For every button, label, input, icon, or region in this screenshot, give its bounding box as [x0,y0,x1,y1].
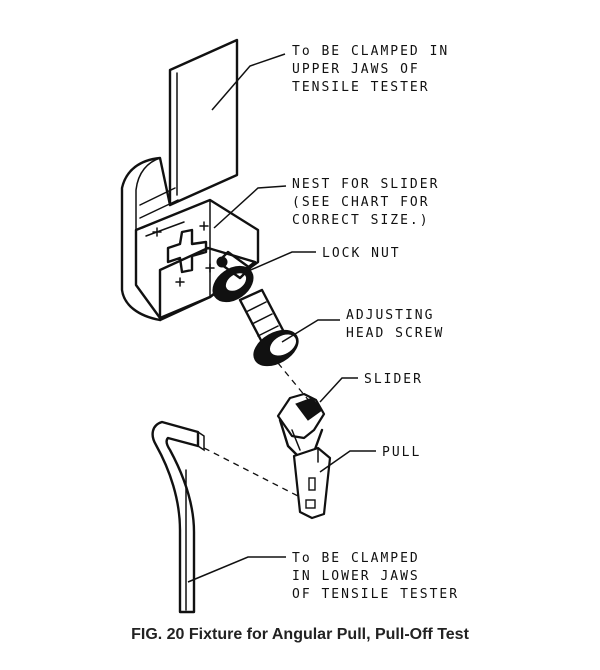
label-line: TENSILE TESTER [292,80,430,95]
fixture-diagram: To BE CLAMPED IN UPPER JAWS OF TENSILE T… [120,38,459,614]
lock-nut [212,250,254,303]
lower-rod [151,420,205,614]
label-pull: PULL [382,445,421,460]
label-nest: NEST FOR SLIDER (SEE CHART FOR CORRECT S… [292,177,439,228]
label-line: ADJUSTING [346,308,434,323]
label-line: (SEE CHART FOR [292,195,430,210]
label-line: NEST FOR SLIDER [292,177,439,192]
leader-lines [187,53,376,583]
slider-nest [152,221,215,287]
label-line: UPPER JAWS OF [292,62,420,77]
alignment-lines [203,345,311,497]
label-line: SLIDER [364,372,423,387]
label-upper-clamp: To BE CLAMPED IN UPPER JAWS OF TENSILE T… [292,44,449,95]
label-line: HEAD SCREW [346,326,444,341]
label-line: CORRECT SIZE.) [292,213,430,228]
label-adjusting-screw: ADJUSTING HEAD SCREW [346,308,444,341]
figure-caption: FIG. 20 Fixture for Angular Pull, Pull-O… [131,626,469,643]
label-line: LOCK NUT [322,246,401,261]
pull [292,446,332,520]
label-line: IN LOWER JAWS [292,569,420,584]
label-slider: SLIDER [364,372,423,387]
upper-bracket [120,38,260,322]
label-line: OF TENSILE TESTER [292,587,459,602]
slider [276,392,326,460]
label-lower-clamp: To BE CLAMPED IN LOWER JAWS OF TENSILE T… [292,551,459,602]
label-line: To BE CLAMPED [292,551,420,566]
label-lock-nut: LOCK NUT [322,246,401,261]
adjusting-head-screw [238,288,299,367]
label-line: To BE CLAMPED IN [292,44,449,59]
label-line: PULL [382,445,421,460]
